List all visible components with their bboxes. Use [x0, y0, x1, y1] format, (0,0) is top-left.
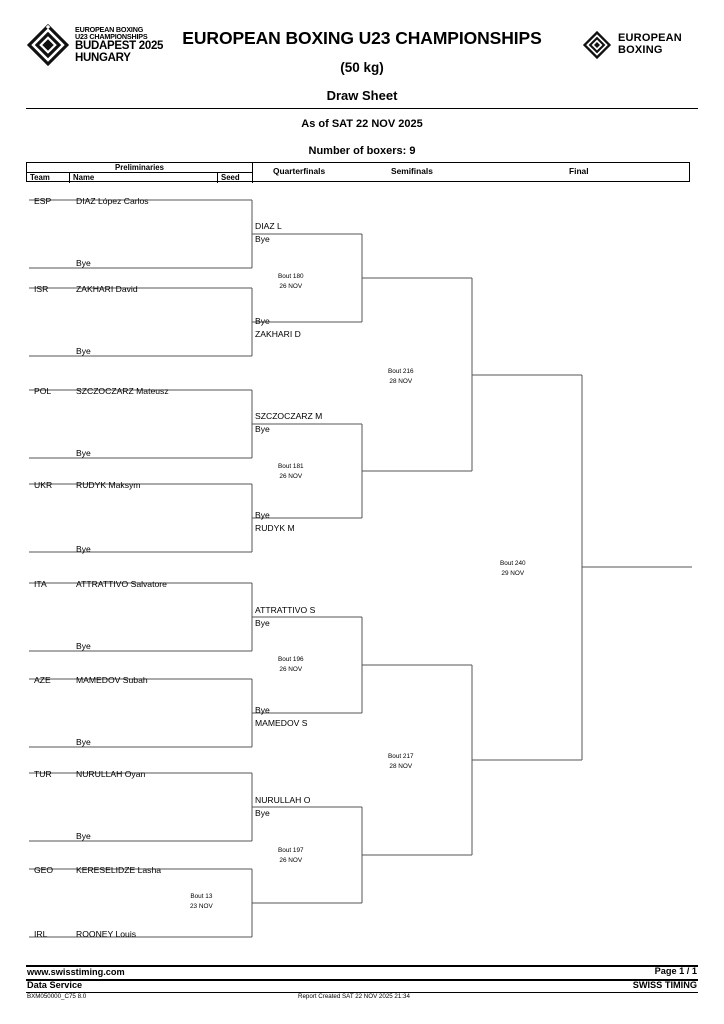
prelim-team: POL	[34, 386, 52, 396]
bout-label: Bout 196 26 NOV	[278, 655, 304, 675]
qf-top-name: SZCZOCZARZ M	[255, 411, 323, 421]
bout-number: Bout 216	[388, 368, 414, 375]
qf-top-name: DIAZ L	[255, 221, 282, 231]
footer-doc-code: BXM050000_C75 8.0	[27, 993, 87, 1000]
prelim-name: NURULLAH Oyan	[76, 769, 146, 779]
bout-label: Bout 181 26 NOV	[278, 462, 304, 482]
bout-date: 28 NOV	[389, 763, 413, 770]
qf-bottom-sub: Bye	[255, 510, 270, 520]
prelim-name: RUDYK Maksym	[76, 480, 141, 490]
prelim-team: ESP	[34, 196, 52, 206]
prelim-name: ATTRATTIVO Salvatore	[76, 579, 167, 589]
col-semifinals: Semifinals	[391, 166, 433, 176]
page-title: EUROPEAN BOXING U23 CHAMPIONSHIPS	[182, 28, 542, 48]
qf-bottom-name: ZAKHARI D	[255, 329, 301, 339]
event-logo-line3: BUDAPEST 2025	[75, 40, 164, 53]
bout-date: 28 NOV	[389, 378, 413, 385]
prelim-name: DIAZ López Carlos	[76, 196, 149, 206]
bout-number: Bout 180	[278, 273, 304, 280]
col-name: Name	[70, 173, 218, 183]
footer-page-number: Page 1 / 1	[654, 966, 697, 976]
bout-label: Bout 217 28 NOV	[388, 752, 414, 772]
prelim-team: IRL	[34, 929, 48, 939]
prelim-team: TUR	[34, 769, 52, 779]
prelim-team: ITA	[34, 579, 47, 589]
prelim-opponent: Bye	[76, 258, 91, 268]
org-logo-line1: EUROPEAN	[618, 32, 682, 45]
event-logo: EUROPEAN BOXING U23 CHAMPIONSHIPS BUDAPE…	[26, 22, 184, 68]
prelim-name: KERESELIDZE Lasha	[76, 865, 162, 875]
event-logo-line2: U23 CHAMPIONSHIPS	[75, 32, 148, 41]
prelim-opponent: Bye	[76, 346, 91, 356]
document-type: Draw Sheet	[326, 88, 398, 103]
col-preliminaries: Preliminaries	[27, 163, 253, 173]
prelim-opponent: Bye	[76, 448, 91, 458]
footer-data-service: Data Service	[27, 980, 83, 990]
col-team: Team	[27, 173, 70, 183]
event-logo-diamond-icon	[26, 23, 70, 67]
bout-label: Bout 180 26 NOV	[278, 272, 304, 292]
bout-date: 29 NOV	[501, 570, 525, 577]
bout-date: 23 NOV	[190, 903, 213, 910]
bout-label: Bout 13 23 NOV	[190, 892, 213, 912]
bout-number: Bout 217	[388, 753, 414, 760]
bout-date: 26 NOV	[279, 473, 303, 480]
prelim-opponent: Bye	[76, 544, 91, 554]
bout-number: Bout 196	[278, 656, 304, 663]
bout-number: Bout 181	[278, 463, 304, 470]
footer-website[interactable]: www.swisstiming.com	[27, 967, 125, 977]
prelim-name: MAMEDOV Subah	[76, 675, 148, 685]
prelim-team: GEO	[34, 865, 54, 875]
event-logo-line1: EUROPEAN BOXING	[75, 24, 144, 34]
qf-top-sub: Bye	[255, 618, 270, 628]
organization-logo: EUROPEAN BOXING	[582, 28, 700, 62]
col-final: Final	[569, 166, 589, 176]
bout-number: Bout 240	[500, 560, 526, 567]
column-header-table: Preliminaries Team Name Seed Quarterfina…	[26, 162, 690, 183]
qf-bottom-name: RUDYK M	[255, 523, 295, 533]
qf-bottom-name: MAMEDOV S	[255, 718, 308, 728]
qf-top-name: ATTRATTIVO S	[255, 605, 316, 615]
footer-divider-bottom	[26, 992, 698, 993]
bout-label: Bout 240 29 NOV	[500, 559, 526, 579]
prelim-opponent: Bye	[76, 737, 91, 747]
org-logo-line2: BOXING	[618, 44, 663, 56]
prelim-opponent: Bye	[76, 831, 91, 841]
bout-number: Bout 197	[278, 847, 304, 854]
qf-bottom-sub: Bye	[255, 316, 270, 326]
bout-label: Bout 216 28 NOV	[388, 367, 414, 387]
as-of-date: As of SAT 22 NOV 2025	[301, 118, 423, 130]
boxer-count: Number of boxers: 9	[308, 145, 416, 157]
qf-top-sub: Bye	[255, 234, 270, 244]
col-seed: Seed	[218, 173, 253, 183]
prelim-team: ISR	[34, 284, 49, 294]
qf-bottom-sub: Bye	[255, 705, 270, 715]
prelim-team: AZE	[34, 675, 51, 685]
bout-date: 26 NOV	[279, 283, 303, 290]
qf-top-sub: Bye	[255, 424, 270, 434]
prelim-name: ROONEY Louis	[76, 929, 137, 939]
col-quarterfinals: Quarterfinals	[273, 166, 326, 176]
footer-brand: SWISS TIMING	[632, 980, 697, 990]
prelim-name: ZAKHARI David	[76, 284, 138, 294]
bout-number: Bout 13	[190, 893, 213, 900]
header-divider	[26, 108, 698, 109]
footer-divider-mid	[26, 979, 698, 981]
footer-report-created: Report Created SAT 22 NOV 2025 21:34	[298, 993, 410, 1000]
footer-divider-top	[26, 965, 698, 967]
prelim-team: UKR	[34, 480, 53, 490]
prelim-name: SZCZOCZARZ Mateusz	[76, 386, 169, 396]
qf-top-name: NURULLAH O	[255, 795, 311, 805]
qf-top-sub: Bye	[255, 808, 270, 818]
org-logo-diamond-icon	[582, 30, 612, 60]
bout-label: Bout 197 26 NOV	[278, 846, 304, 866]
event-logo-line4: HUNGARY	[75, 51, 131, 64]
prelim-opponent: Bye	[76, 641, 91, 651]
bout-date: 26 NOV	[279, 857, 303, 864]
bout-date: 26 NOV	[279, 666, 303, 673]
weight-class: (50 kg)	[340, 60, 384, 75]
